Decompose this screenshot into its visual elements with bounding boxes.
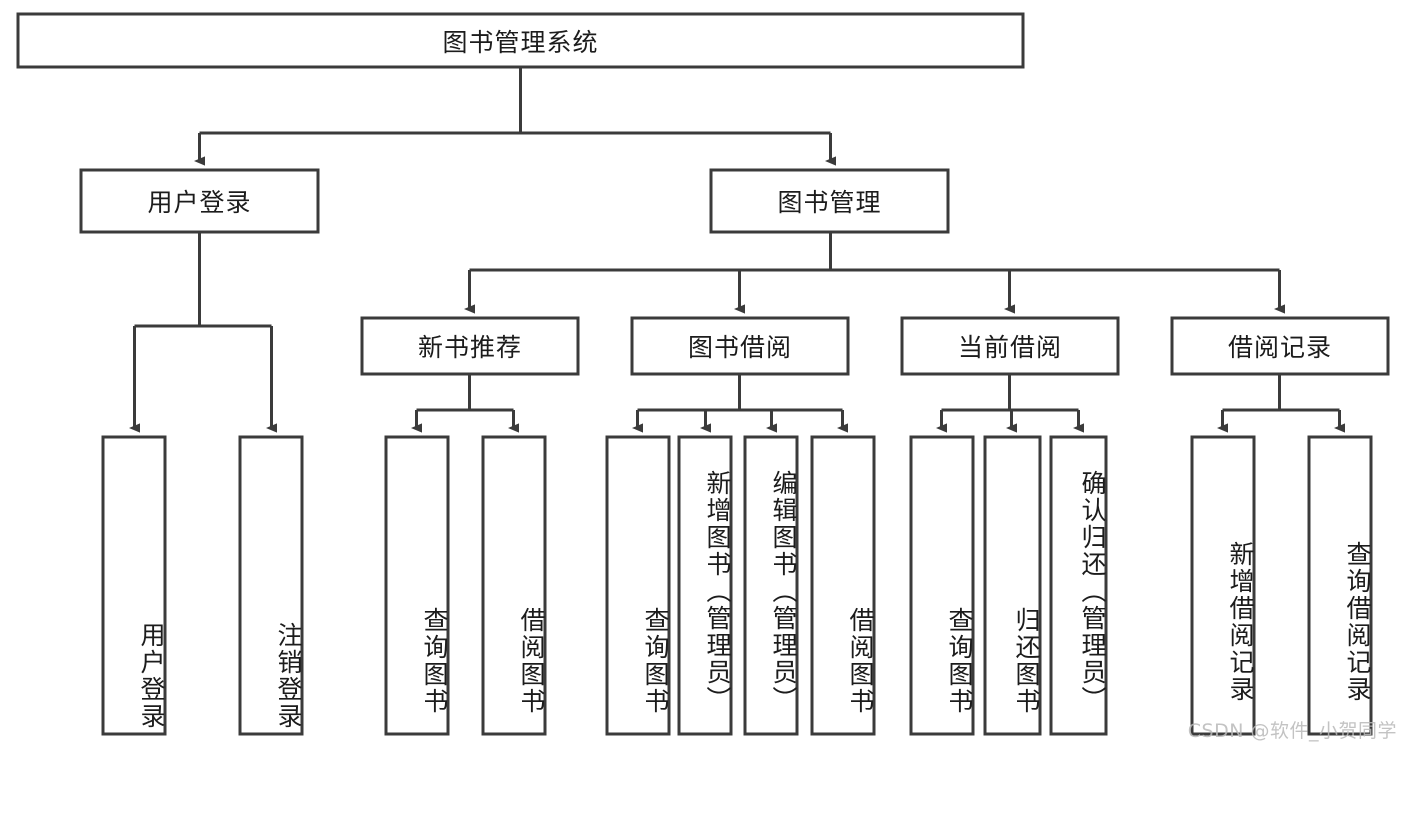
edge-group-book-manage	[464, 232, 1285, 314]
node-current-borrow[interactable]	[900, 316, 1120, 376]
node-leaf-query-book-3[interactable]	[909, 435, 975, 736]
node-leaf-add-record[interactable]	[1190, 435, 1256, 736]
node-leaf-confirm-return[interactable]	[1049, 435, 1108, 736]
node-leaf-query-book-2[interactable]	[605, 435, 671, 736]
node-leaf-logout[interactable]	[238, 435, 304, 736]
node-book-manage[interactable]	[709, 168, 950, 234]
node-leaf-borrow-book-1[interactable]	[481, 435, 547, 736]
node-leaf-query-book-1[interactable]	[384, 435, 450, 736]
edge-group-borrow-record	[1217, 374, 1345, 433]
node-leaf-return-book[interactable]	[983, 435, 1042, 736]
node-leaf-user-login[interactable]	[101, 435, 167, 736]
node-leaf-query-record[interactable]	[1307, 435, 1373, 736]
edge-group-current-borrow	[936, 374, 1084, 433]
node-leaf-add-book[interactable]	[677, 435, 733, 736]
node-leaf-borrow-book-2[interactable]	[810, 435, 876, 736]
edge-group-new-book-rec	[411, 374, 519, 433]
node-leaf-edit-book[interactable]	[743, 435, 799, 736]
edge-group-root	[194, 67, 836, 166]
node-borrow-record[interactable]	[1170, 316, 1390, 376]
edge-group-user-login	[129, 232, 277, 433]
node-book-borrow[interactable]	[630, 316, 850, 376]
node-root[interactable]	[16, 12, 1025, 69]
org-chart-svg	[16, 12, 1390, 736]
node-new-book-rec[interactable]	[360, 316, 580, 376]
csdn-watermark: CSDN @软件_小贺同学	[1187, 720, 1397, 742]
node-user-login[interactable]	[79, 168, 320, 234]
edge-group-book-borrow	[632, 374, 848, 433]
